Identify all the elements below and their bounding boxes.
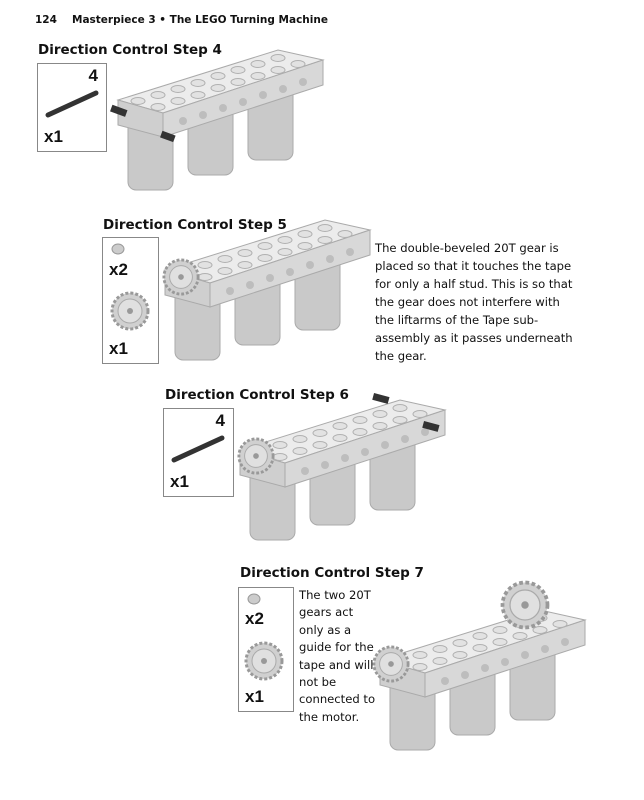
step-7-heading: Direction Control Step 7 xyxy=(240,565,424,581)
step-5-heading: Direction Control Step 5 xyxy=(103,217,287,233)
part-qty: x1 xyxy=(44,127,63,146)
step-6-heading: Direction Control Step 6 xyxy=(165,387,349,403)
step-7-note: The two 20T gears act only as a guide fo… xyxy=(299,588,376,724)
step-5-note: The double-beveled 20T gear is placed so… xyxy=(375,241,573,363)
step-5-parts-box: x2 x1 xyxy=(102,237,159,364)
part-qty: x1 xyxy=(109,339,128,358)
axle-icon xyxy=(45,90,99,118)
part-qty: x2 xyxy=(109,260,128,279)
step-4-parts-box: 4 x1 xyxy=(37,63,107,152)
gear-20t-icon xyxy=(110,291,150,331)
bushing-icon xyxy=(111,243,125,255)
part-qty: x1 xyxy=(170,472,189,491)
gear-20t-icon xyxy=(244,641,284,681)
part-qty: x1 xyxy=(245,687,264,706)
step-7-parts-box: x2 x1 xyxy=(238,587,294,712)
step-6-model-illustration xyxy=(237,393,446,541)
bushing-icon xyxy=(247,593,261,605)
page-number: 124 xyxy=(35,14,57,26)
axle-length: 4 xyxy=(88,66,98,85)
part-qty: x2 xyxy=(245,609,264,628)
step-4-heading: Direction Control Step 4 xyxy=(38,42,222,58)
step-5-model-illustration xyxy=(162,219,371,361)
step-4-model-illustration xyxy=(110,49,324,191)
step-7-model-illustration xyxy=(372,575,586,751)
axle-length: 4 xyxy=(215,411,225,430)
running-header: Masterpiece 3 • The LEGO Turning Machine xyxy=(72,14,328,26)
axle-icon xyxy=(171,435,225,463)
step-6-parts-box: 4 x1 xyxy=(163,408,234,497)
